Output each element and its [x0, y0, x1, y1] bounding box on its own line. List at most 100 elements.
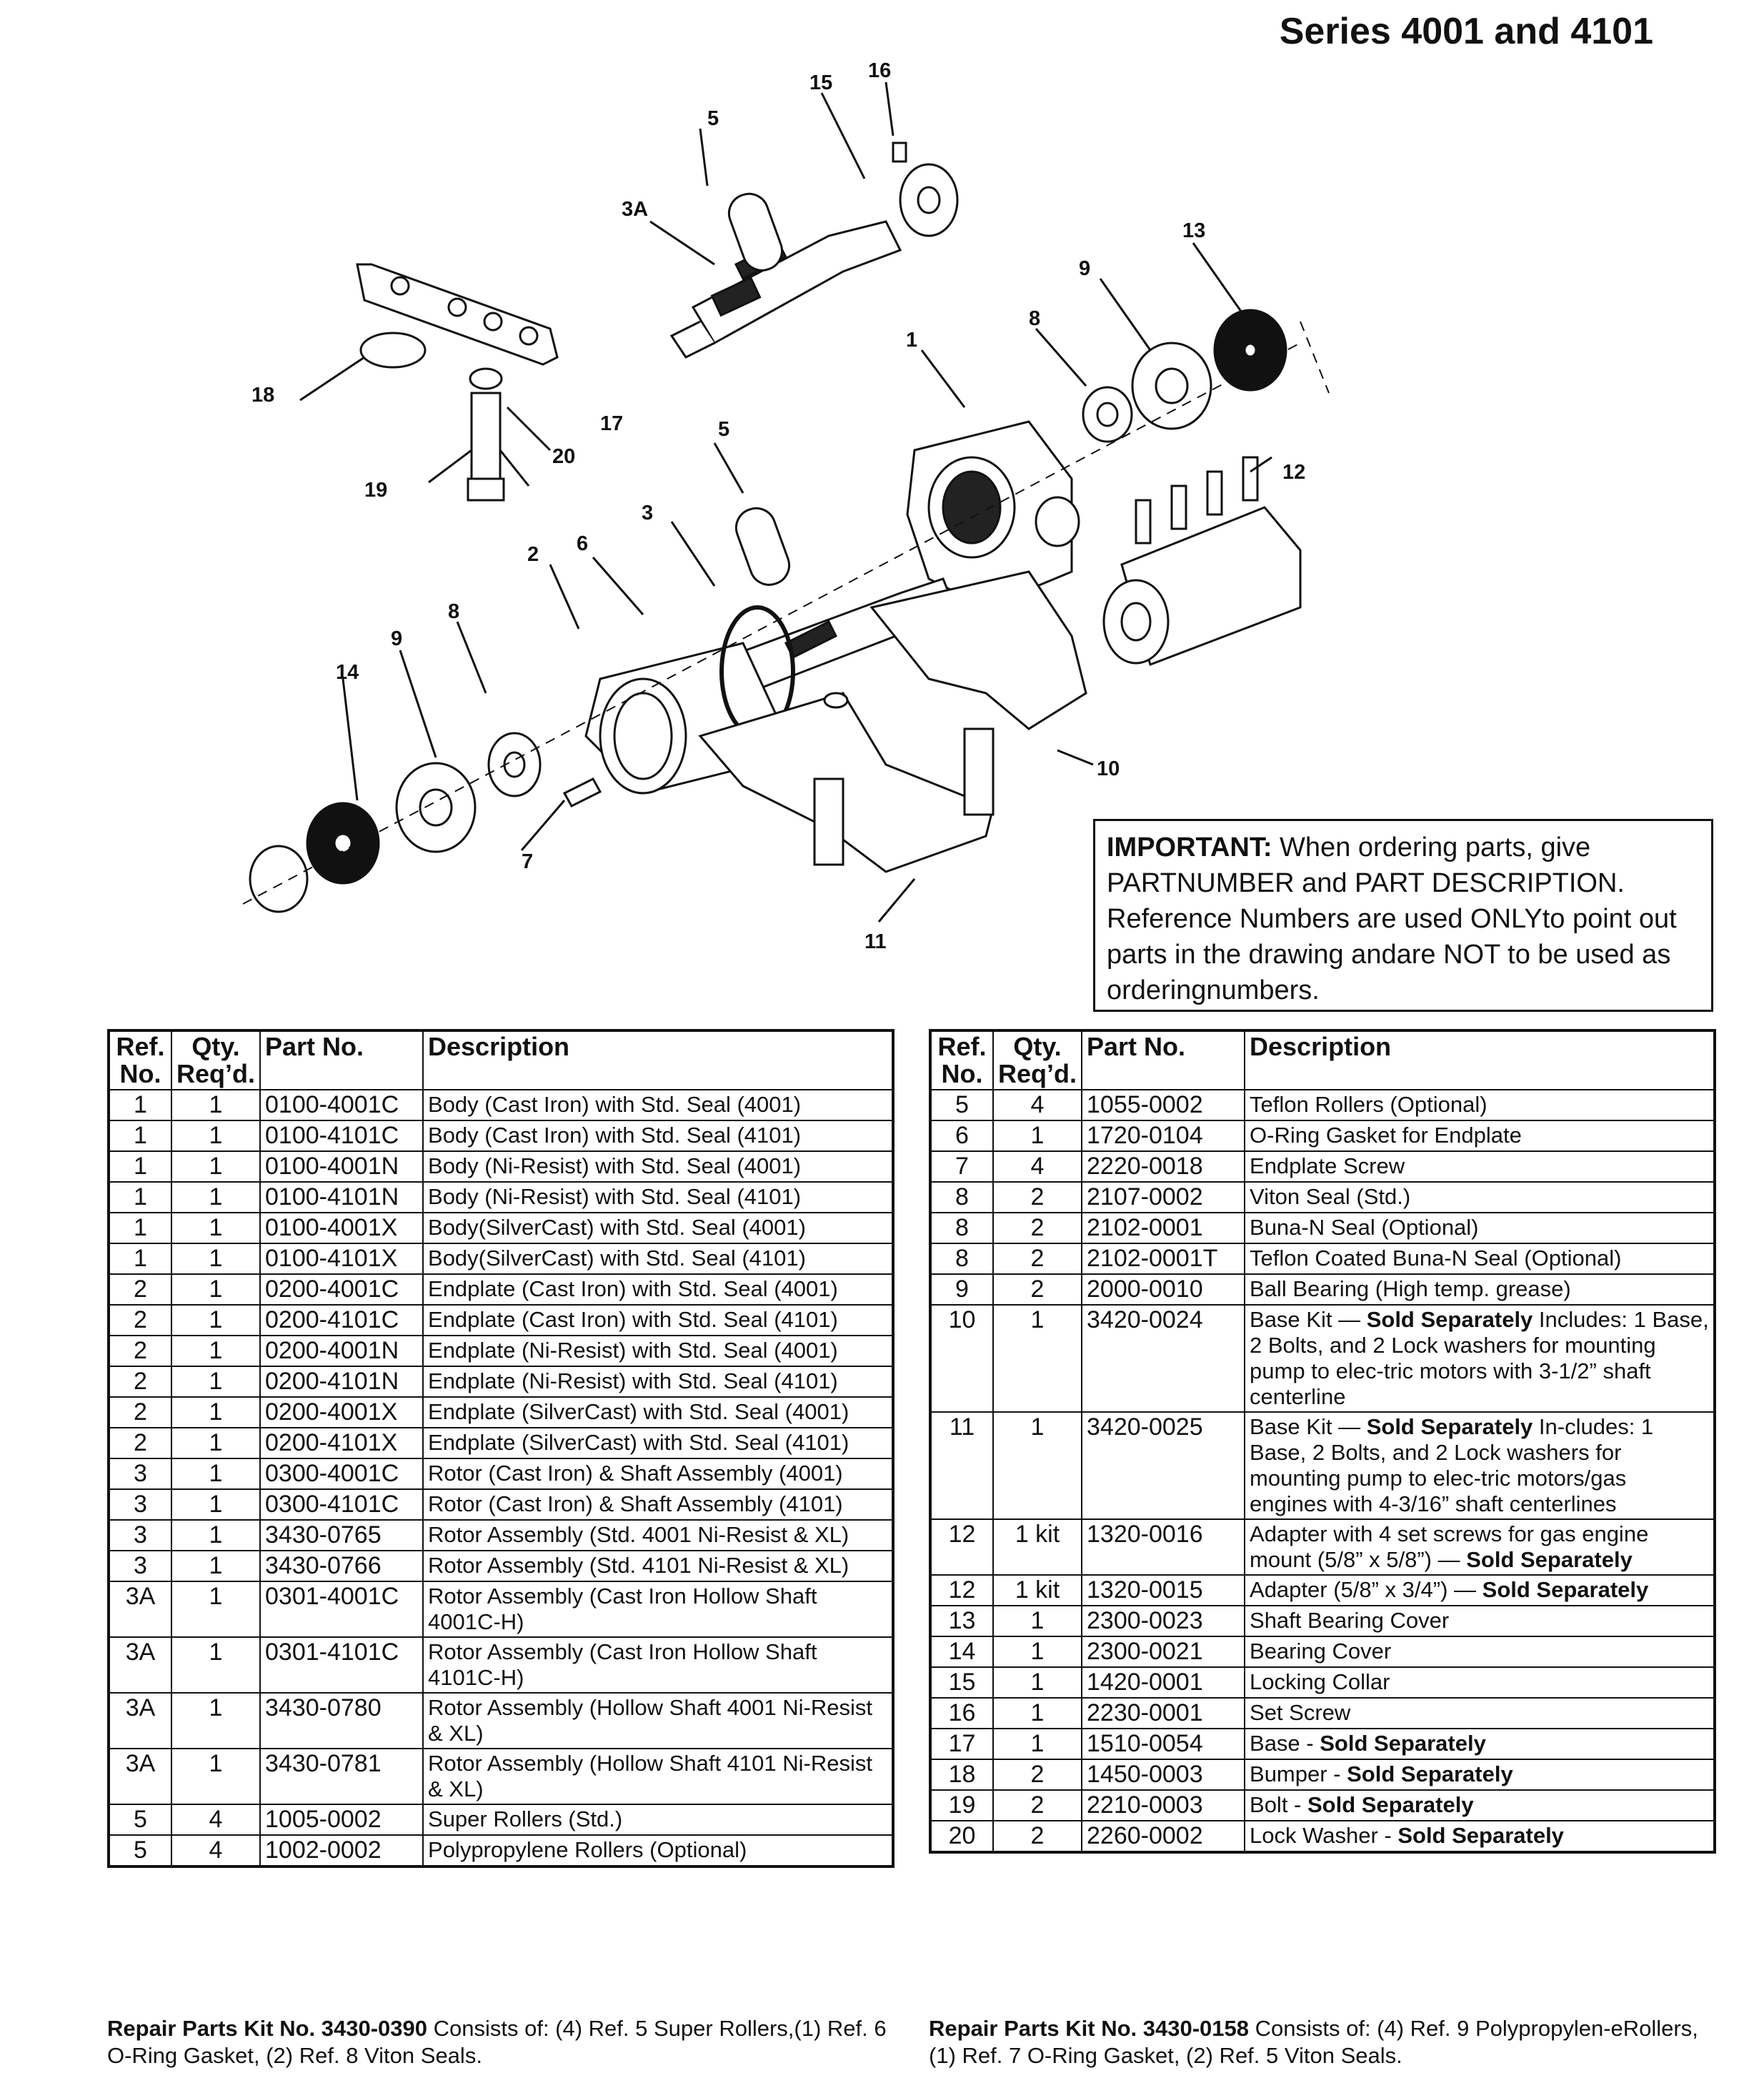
description-cell: Endplate (Ni-Resist) with Std. Seal (410… — [422, 1366, 894, 1398]
part-number-cell: 1055-0002 — [1081, 1089, 1246, 1121]
table-header-row: Ref. No. Qty. Req’d. Part No. Descriptio… — [108, 1030, 894, 1090]
part-number-cell: 2107-0002 — [1081, 1181, 1246, 1213]
ref-cell: 7 — [930, 1150, 994, 1183]
ref-cell: 1 — [108, 1150, 172, 1183]
callout-label: 20 — [552, 445, 575, 468]
ref-cell: 2 — [108, 1427, 172, 1459]
qty-cell: 1 — [992, 1411, 1083, 1520]
part-number-cell: 0200-4101X — [259, 1427, 424, 1459]
callout-label: 8 — [1029, 307, 1040, 330]
ref-cell: 3 — [108, 1488, 172, 1521]
qty-cell: 1 — [170, 1748, 261, 1805]
part-number-cell: 0301-4001C — [259, 1581, 424, 1638]
description-cell: Endplate Screw — [1244, 1150, 1715, 1183]
qty-cell: 1 — [992, 1120, 1083, 1152]
description-text: Endplate (Ni-Resist) with Std. Seal (400… — [428, 1338, 838, 1363]
callout-label: 5 — [718, 418, 729, 441]
description-text: Endplate Screw — [1250, 1153, 1405, 1178]
qty-cell: 2 — [992, 1273, 1083, 1306]
description-cell: Body(SilverCast) with Std. Seal (4101) — [422, 1243, 894, 1275]
ref-cell: 13 — [930, 1605, 994, 1637]
description-text: Buna-N Seal (Optional) — [1250, 1215, 1479, 1240]
qty-cell: 4 — [992, 1089, 1083, 1121]
part-number-cell: 1005-0002 — [259, 1804, 424, 1836]
description-cell: Rotor (Cast Iron) & Shaft Assembly (4101… — [422, 1488, 894, 1521]
description-cell: O-Ring Gasket for Endplate — [1244, 1120, 1715, 1152]
description-text: Shaft Bearing Cover — [1250, 1608, 1450, 1633]
description-cell: Rotor Assembly (Std. 4001 Ni-Resist & XL… — [422, 1519, 894, 1551]
description-cell: Teflon Coated Buna-N Seal (Optional) — [1244, 1243, 1715, 1275]
qty-cell: 1 — [170, 1335, 261, 1367]
description-cell: Endplate (SilverCast) with Std. Seal (41… — [422, 1427, 894, 1459]
description-text: Rotor Assembly (Std. 4101 Ni-Resist & XL… — [428, 1553, 849, 1578]
part-number-cell: 0100-4001C — [259, 1089, 424, 1121]
qty-cell: 1 — [170, 1366, 261, 1398]
description-text: Adapter with 4 set screws for gas engine… — [1250, 1521, 1649, 1572]
description-text: Rotor (Cast Iron) & Shaft Assembly (4101… — [428, 1491, 843, 1516]
qty-cell: 2 — [992, 1212, 1083, 1244]
description-cell: Buna-N Seal (Optional) — [1244, 1212, 1715, 1244]
part-number-cell: 2210-0003 — [1081, 1789, 1246, 1821]
description-text: Teflon Coated Buna-N Seal (Optional) — [1250, 1246, 1622, 1271]
sold-separately-label: Sold Separately — [1466, 1547, 1633, 1572]
qty-cell: 1 — [170, 1181, 261, 1213]
part-number-cell: 0200-4001C — [259, 1273, 424, 1306]
ref-cell: 2 — [108, 1304, 172, 1336]
kit-text: Consists of: (4) Ref. 9 Polypropylen-eRo… — [929, 2016, 1698, 2068]
col-ref: Ref. No. — [930, 1030, 994, 1090]
description-cell: Shaft Bearing Cover — [1244, 1605, 1715, 1637]
qty-cell: 1 — [992, 1636, 1083, 1668]
sold-separately-label: Sold Separately — [1347, 1761, 1513, 1786]
kit-lead: Repair Parts Kit No. 3430-0390 — [107, 2016, 427, 2041]
callout-label: 19 — [364, 479, 387, 502]
description-cell: Base Kit — Sold Separately In-cludes: 1 … — [1244, 1411, 1715, 1520]
description-text: Endplate (SilverCast) with Std. Seal (41… — [428, 1430, 849, 1455]
callout-label: 11 — [864, 930, 887, 953]
description-cell: Base Kit — Sold Separately Includes: 1 B… — [1244, 1304, 1715, 1413]
callout-label: 18 — [251, 384, 274, 407]
ref-cell: 1 — [108, 1212, 172, 1244]
part-number-cell: 1320-0015 — [1081, 1574, 1246, 1606]
qty-cell: 1 — [170, 1273, 261, 1306]
callout-label: 3A — [622, 198, 648, 221]
qty-cell: 1 — [170, 1304, 261, 1336]
sold-separately-label: Sold Separately — [1366, 1414, 1533, 1439]
description-cell: Body (Ni-Resist) with Std. Seal (4001) — [422, 1150, 894, 1183]
part-number-cell: 3430-0765 — [259, 1519, 424, 1551]
ref-cell: 10 — [930, 1304, 994, 1413]
description-text: Polypropylene Rollers (Optional) — [428, 1837, 747, 1862]
part-number-cell: 2220-0018 — [1081, 1150, 1246, 1183]
description-text: Rotor Assembly (Cast Iron Hollow Shaft 4… — [428, 1639, 817, 1690]
kit-text: Consists of: (4) Ref. 5 Super Rollers,(1… — [107, 2016, 887, 2068]
description-text: Base Kit — — [1250, 1307, 1367, 1332]
description-text: Bumper - — [1250, 1761, 1347, 1786]
ref-cell: 3 — [108, 1519, 172, 1551]
part-number-cell: 3430-0780 — [259, 1692, 424, 1749]
qty-cell: 4 — [170, 1804, 261, 1836]
ref-cell: 8 — [930, 1212, 994, 1244]
description-text: Adapter (5/8” x 3/4”) — — [1250, 1577, 1483, 1602]
qty-cell: 1 — [992, 1605, 1083, 1637]
description-cell: Bearing Cover — [1244, 1636, 1715, 1668]
part-number-cell: 1420-0001 — [1081, 1666, 1246, 1699]
description-cell: Teflon Rollers (Optional) — [1244, 1089, 1715, 1121]
table-header-row: Ref. No. Qty. Req’d. Part No. Descriptio… — [930, 1030, 1715, 1090]
description-cell: Endplate (SilverCast) with Std. Seal (40… — [422, 1396, 894, 1428]
qty-cell: 1 — [170, 1396, 261, 1428]
